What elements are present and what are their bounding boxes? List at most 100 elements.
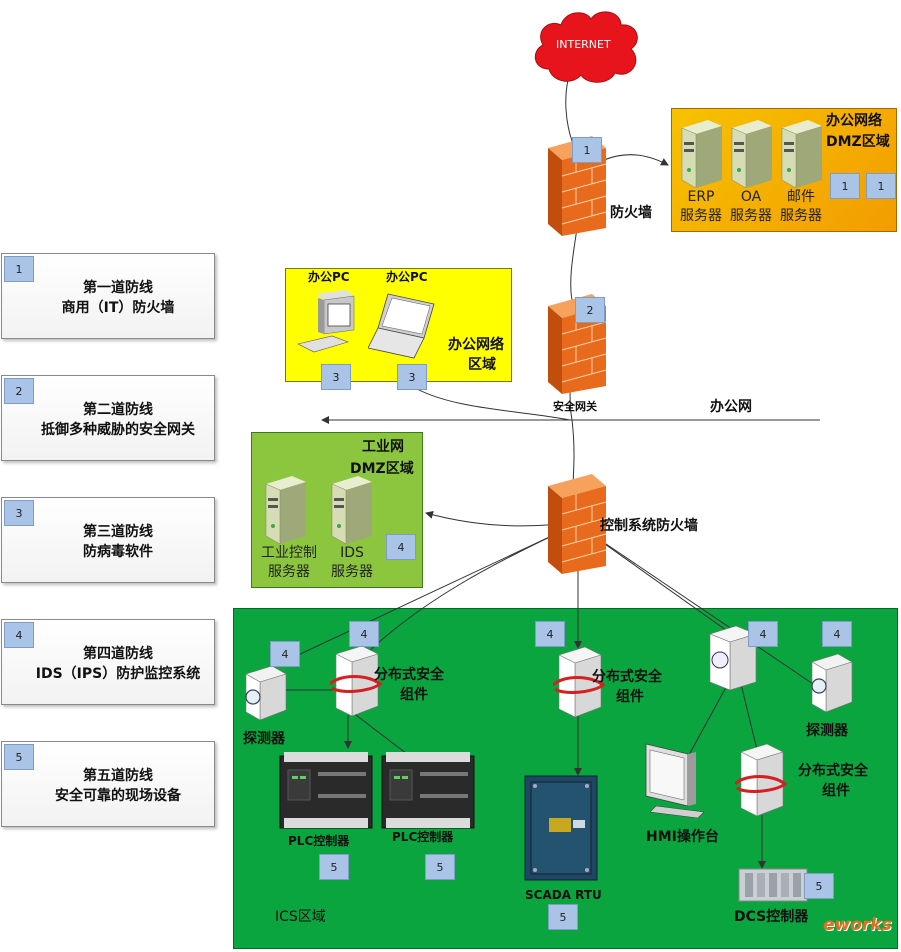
oa-server-label: OA 服务器 xyxy=(724,188,778,226)
ics-badge-5: 5 xyxy=(425,854,455,880)
office-zone-badge: 3 xyxy=(321,364,351,390)
office-dmz-badge: 1 xyxy=(830,173,860,199)
distributed-component-label1: 分布式安全 xyxy=(798,763,868,779)
ics-badge-4: 4 xyxy=(748,621,778,647)
office-pc-label: 办公PC xyxy=(308,270,350,284)
mail-server-icon xyxy=(781,120,822,188)
legend-item-3: 3 第三道防线 防病毒软件 xyxy=(1,497,215,583)
ics-badge-4: 4 xyxy=(535,621,565,647)
control-firewall-icon xyxy=(548,474,607,574)
eworks-watermark: eworks xyxy=(823,915,892,935)
legend-badge-3: 3 xyxy=(4,500,34,526)
legend-badge-5: 5 xyxy=(4,744,34,770)
distributed-component-label2: 组件 xyxy=(822,783,850,799)
office-zone-title1: 办公网络 xyxy=(448,337,504,353)
office-pc-label: 办公PC xyxy=(386,270,428,284)
mail-label-line1: 邮件 xyxy=(787,189,815,205)
legend-badge-4: 4 xyxy=(4,622,34,648)
detector-label: 探测器 xyxy=(806,723,848,739)
control-firewall-label: 控制系统防火墙 xyxy=(600,518,698,534)
ids-server-label: IDS 服务器 xyxy=(322,544,382,582)
legend-item-4: 4 第四道防线 IDS（IPS）防护监控系统 xyxy=(1,619,215,705)
distributed-component-label1: 分布式安全 xyxy=(374,667,444,683)
distributed-security-component-icon xyxy=(553,646,606,718)
ics-badge-4: 4 xyxy=(349,621,379,647)
distributed-security-component-icon xyxy=(330,645,383,717)
ics-badge-4: 4 xyxy=(270,641,300,667)
scada-rtu-label: SCADA RTU xyxy=(525,888,602,902)
oa-server-icon xyxy=(731,120,772,188)
legend-item-2: 2 第二道防线 抵御多种威胁的安全网关 xyxy=(1,375,215,461)
network-hub-icon xyxy=(709,625,757,691)
erp-label-line1: ERP xyxy=(687,189,715,205)
detector-icon xyxy=(811,653,853,713)
ids-server-line2: 服务器 xyxy=(331,564,373,580)
gateway-label: 安全网关 xyxy=(553,400,597,413)
office-dmz-title1: 办公网络 xyxy=(826,113,882,129)
office-dmz-badge: 1 xyxy=(866,173,896,199)
dcs-label: DCS控制器 xyxy=(734,909,809,925)
legend-badge-2: 2 xyxy=(4,378,34,404)
erp-server-icon xyxy=(681,120,722,188)
legend-line2: IDS（IPS）防护监控系统 xyxy=(35,666,201,682)
plc-label: PLC控制器 xyxy=(392,830,454,844)
legend-line1: 第三道防线 xyxy=(83,524,153,540)
erp-server-label: ERP 服务器 xyxy=(674,188,728,226)
plc-controller-icon xyxy=(279,752,373,829)
legend-line2: 防病毒软件 xyxy=(83,544,153,560)
security-gateway-icon xyxy=(548,294,607,394)
firewall-badge: 1 xyxy=(572,137,602,163)
erp-label-line2: 服务器 xyxy=(680,208,722,224)
plc-controller-icon xyxy=(381,752,475,829)
mail-label-line2: 服务器 xyxy=(780,208,822,224)
legend-item-1: 1 第一道防线 商用（IT）防火墙 xyxy=(1,253,215,339)
distributed-component-label2: 组件 xyxy=(400,687,428,703)
ics-zone-label: ICS区域 xyxy=(275,909,326,925)
detector-label: 探测器 xyxy=(243,731,285,747)
internet-cloud-icon xyxy=(534,11,638,83)
office-zone-title2: 区域 xyxy=(468,357,496,373)
oa-label-line2: 服务器 xyxy=(730,208,772,224)
detector-icon xyxy=(245,665,287,721)
legend-item-5: 5 第五道防线 安全可靠的现场设备 xyxy=(1,741,215,827)
legend-line2: 安全可靠的现场设备 xyxy=(55,788,181,804)
industrial-dmz-title2: DMZ区域 xyxy=(350,461,414,477)
legend-line1: 第五道防线 xyxy=(83,768,153,784)
legend-line2: 抵御多种威胁的安全网关 xyxy=(41,422,195,438)
ics-badge-5: 5 xyxy=(804,873,834,899)
distributed-security-component-icon xyxy=(735,743,788,817)
laptop-icon xyxy=(368,293,435,359)
ids-server-line1: IDS xyxy=(340,545,364,561)
legend-line2: 商用（IT）防火墙 xyxy=(61,300,175,316)
industrial-server-icon xyxy=(265,476,306,544)
ids-server-icon xyxy=(331,476,372,544)
ics-badge-4: 4 xyxy=(822,621,852,647)
hmi-label: HMI操作台 xyxy=(646,829,719,845)
legend-badge-1: 1 xyxy=(4,256,34,282)
oa-label-line1: OA xyxy=(740,189,762,205)
office-network-label: 办公网 xyxy=(710,399,752,415)
gateway-badge: 2 xyxy=(575,297,605,323)
firewall-label: 防火墙 xyxy=(610,205,652,221)
industrial-server-line1: 工业控制 xyxy=(261,545,317,561)
hmi-console-icon xyxy=(645,743,705,818)
industrial-dmz-title1: 工业网 xyxy=(362,439,404,455)
industrial-server-label: 工业控制 服务器 xyxy=(252,544,326,582)
plc-label: PLC控制器 xyxy=(288,834,350,848)
scada-rtu-icon xyxy=(524,775,598,881)
ics-badge-5: 5 xyxy=(319,854,349,880)
mail-server-label: 邮件 服务器 xyxy=(774,188,828,226)
internet-label: INTERNET xyxy=(556,38,611,51)
office-dmz-title2: DMZ区域 xyxy=(826,134,890,150)
distributed-component-label2: 组件 xyxy=(616,689,644,705)
dcs-controller-icon xyxy=(738,868,808,902)
distributed-component-label1: 分布式安全 xyxy=(592,669,662,685)
ics-badge-5: 5 xyxy=(548,904,578,930)
legend-line1: 第一道防线 xyxy=(83,280,153,296)
legend-line1: 第二道防线 xyxy=(83,402,153,418)
office-zone-badge: 3 xyxy=(397,364,427,390)
legend-line1: 第四道防线 xyxy=(83,646,153,662)
industrial-dmz-badge: 4 xyxy=(386,534,416,560)
desktop-pc-icon xyxy=(297,290,355,353)
industrial-server-line2: 服务器 xyxy=(268,564,310,580)
